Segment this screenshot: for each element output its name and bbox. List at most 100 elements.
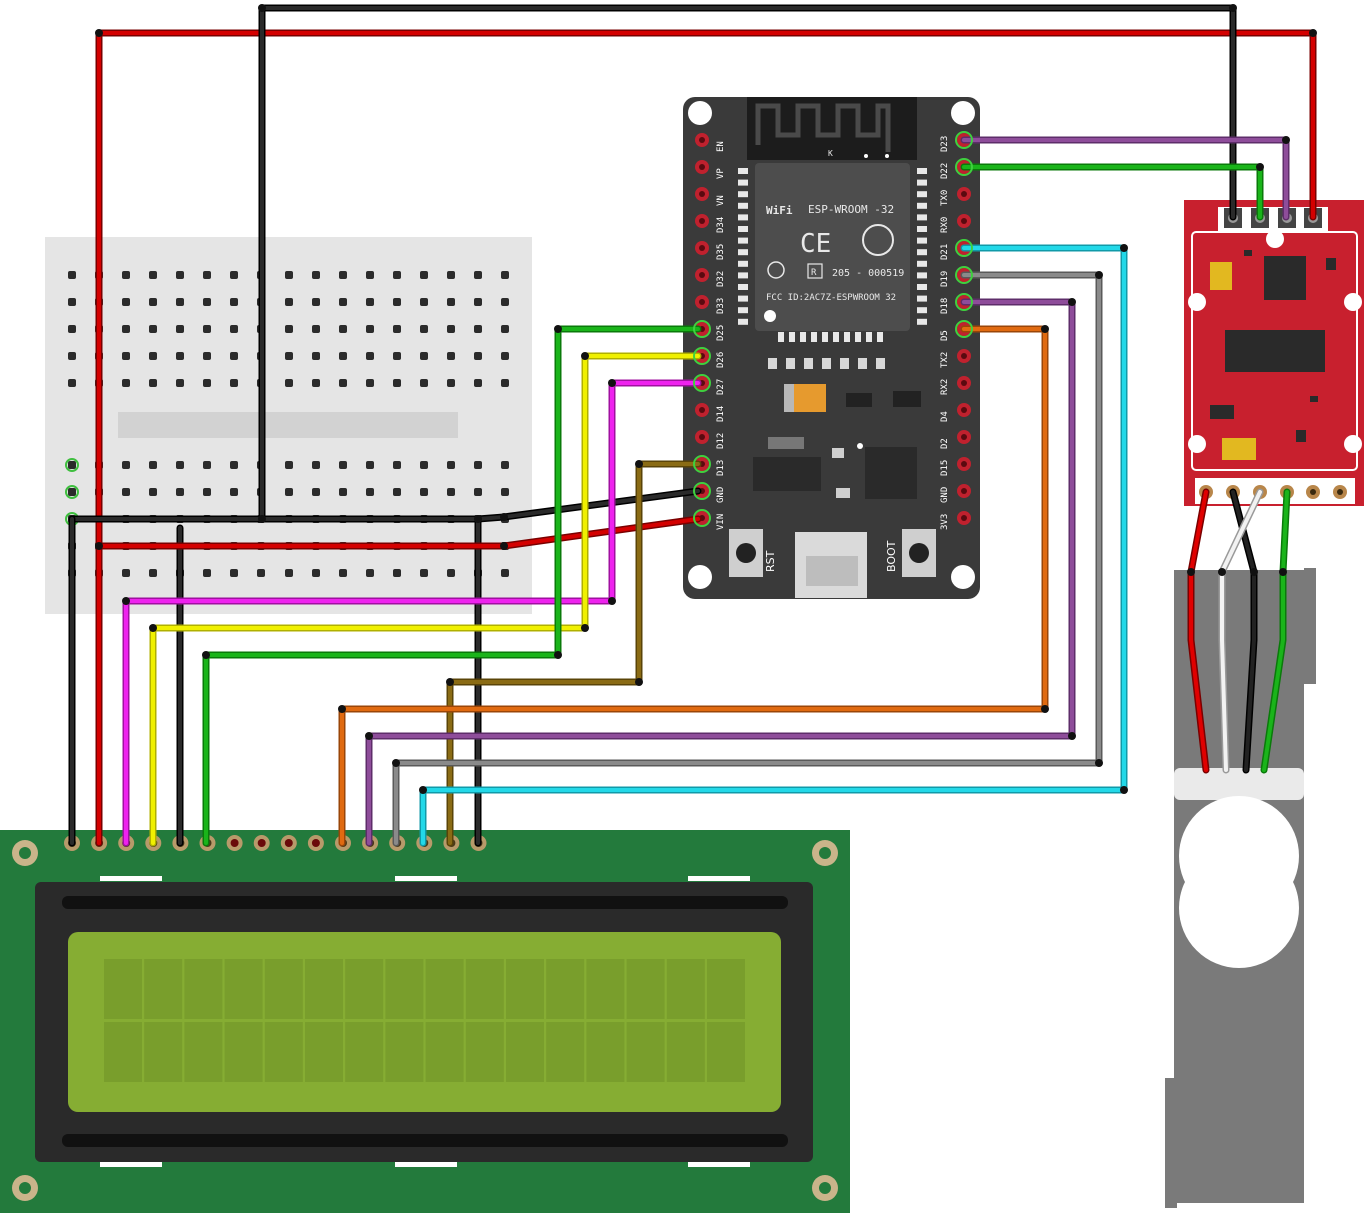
lcd-char-cell	[144, 1022, 183, 1082]
esp32-pin-label: VN	[716, 195, 726, 206]
breadboard-hole	[203, 379, 211, 387]
breadboard-hole	[447, 488, 455, 496]
breadboard-hole	[501, 379, 509, 387]
breadboard-hole	[393, 325, 401, 333]
connected-pin-highlight	[955, 293, 973, 311]
breadboard-hole	[203, 271, 211, 279]
fcc-id: FCC ID:2AC7Z-ESPWROOM 32	[766, 293, 896, 303]
breadboard-hole	[420, 271, 428, 279]
breadboard-hole	[149, 461, 157, 469]
lcd-char-cell	[144, 959, 183, 1019]
breadboard-hole	[501, 461, 509, 469]
wire-bend-point	[95, 29, 103, 37]
breadboard-hole	[474, 325, 482, 333]
breadboard-hole	[312, 379, 320, 387]
wire-bend-point	[1250, 568, 1258, 576]
ce-mark: CE	[800, 229, 831, 259]
esp32-pin-label: RX2	[940, 379, 950, 395]
esp32-pin-label: VIN	[716, 514, 726, 530]
breadboard-hole	[474, 352, 482, 360]
breadboard-hole	[230, 271, 238, 279]
breadboard-hole	[122, 298, 130, 306]
esp32-pin-label: D26	[716, 352, 726, 368]
breadboard-hole	[230, 325, 238, 333]
lcd-char-cell	[666, 1022, 705, 1082]
wire-bend-point	[1187, 568, 1195, 576]
breadboard-hole	[285, 461, 293, 469]
breadboard-hole	[285, 488, 293, 496]
lcd-char-cell	[546, 1022, 585, 1082]
breadboard-hole	[149, 298, 157, 306]
breadboard-hole	[122, 325, 130, 333]
breadboard-hole	[149, 271, 157, 279]
ground-symbol-icon	[767, 261, 785, 279]
lcd-char-cell	[104, 1022, 142, 1082]
wire-bend-point	[1218, 568, 1226, 576]
breadboard-hole	[149, 379, 157, 387]
breadboard-hole	[68, 271, 76, 279]
wire-bend-point	[258, 4, 266, 12]
wire-bend-point	[1120, 786, 1128, 794]
lcd-char-cell	[586, 959, 625, 1019]
boot-label: BOOT	[885, 540, 898, 572]
breadboard-hole	[176, 488, 184, 496]
wire-bend-point	[1256, 163, 1264, 171]
espressif-logo	[862, 224, 894, 256]
wire-bend-point	[581, 624, 589, 632]
connected-pin-highlight	[693, 374, 711, 392]
wire-bend-point	[474, 515, 482, 523]
breadboard-hole	[122, 379, 130, 387]
wire-bend-point	[581, 352, 589, 360]
lcd-char-cell	[666, 959, 705, 1019]
wire-bend-point	[1309, 29, 1317, 37]
connected-pin-highlight	[693, 482, 711, 500]
esp32-pin-label: GND	[940, 487, 950, 503]
connected-pin-highlight	[693, 347, 711, 365]
wire-bend-point	[1095, 759, 1103, 767]
esp32-pin-label: GND	[716, 487, 726, 503]
lcd-char-cell	[305, 1022, 343, 1082]
breadboard-hole	[447, 298, 455, 306]
breadboard-hole	[474, 461, 482, 469]
reg-mark: R	[811, 268, 817, 278]
wire-bend-point	[608, 597, 616, 605]
esp32-pin-label: D35	[716, 244, 726, 260]
esp32-pin-label: D34	[716, 217, 726, 233]
lcd-char-cell	[184, 1022, 223, 1082]
esp32-pin-label: D25	[716, 325, 726, 341]
breadboard-hole	[447, 352, 455, 360]
breadboard-hole	[230, 352, 238, 360]
breadboard-hole	[176, 298, 184, 306]
breadboard-hole	[285, 569, 293, 577]
breadboard-hole	[420, 569, 428, 577]
lcd-char-cell	[506, 959, 544, 1019]
esp32-pin-label: D5	[940, 330, 950, 341]
breadboard-hole	[285, 271, 293, 279]
wire-bend-point	[392, 759, 400, 767]
breadboard-hole-highlight	[65, 485, 79, 499]
breadboard-hole	[501, 352, 509, 360]
breadboard-hole	[393, 569, 401, 577]
breadboard-hole	[203, 461, 211, 469]
lcd-16x2	[0, 830, 850, 1213]
breadboard-hole	[149, 352, 157, 360]
breadboard-hole	[447, 271, 455, 279]
breadboard-hole	[176, 325, 184, 333]
breadboard-hole	[366, 352, 374, 360]
breadboard-hole	[366, 271, 374, 279]
breadboard-hole	[285, 325, 293, 333]
lcd-char-cell	[425, 959, 464, 1019]
breadboard-hole	[393, 298, 401, 306]
breadboard-hole	[366, 569, 374, 577]
breadboard-hole	[393, 352, 401, 360]
lcd-char-cell	[184, 959, 223, 1019]
breadboard-hole	[203, 488, 211, 496]
esp32-pin-label: D12	[716, 433, 726, 449]
esp32-pin-label: D23	[940, 136, 950, 152]
connected-pin-highlight	[693, 509, 711, 527]
lcd-char-cell	[305, 959, 343, 1019]
breadboard-hole	[257, 569, 265, 577]
breadboard-hole	[285, 352, 293, 360]
load-cell	[1165, 568, 1316, 1208]
